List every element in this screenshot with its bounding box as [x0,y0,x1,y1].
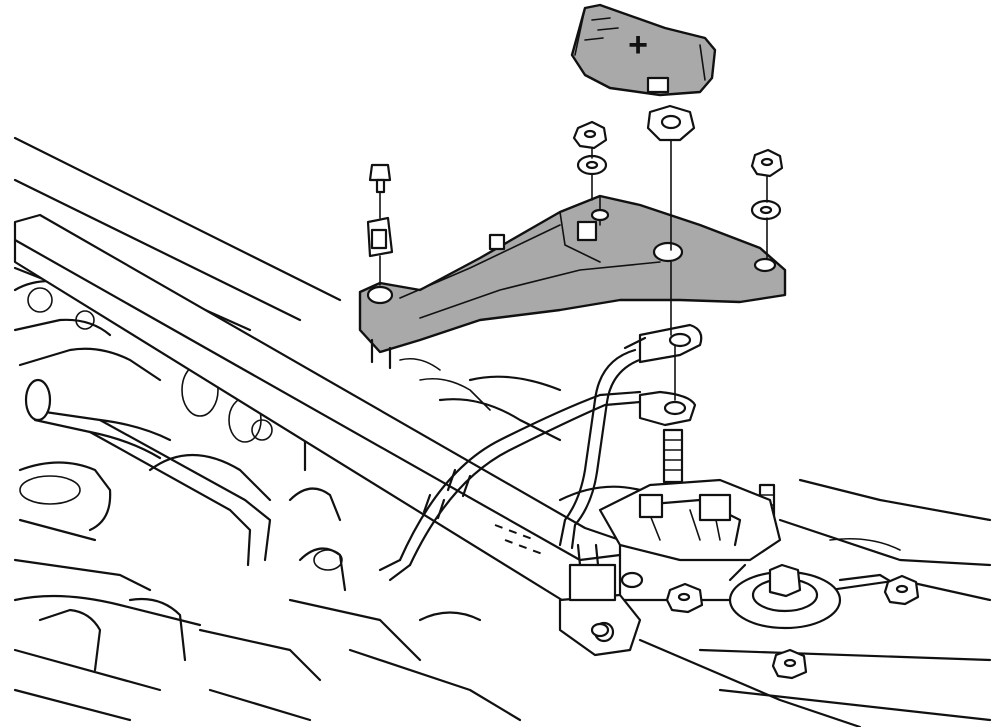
right-washer [750,199,782,221]
positive-symbol: + [628,26,648,64]
terminal-bracket-body [358,194,787,354]
assembly-guide-lines [379,139,768,401]
positive-terminal-cover: + [570,3,717,97]
mount-nut-right [883,574,920,606]
terminal-nut-large [646,104,696,142]
terminal-bracket [358,194,787,370]
left-nut [572,120,608,150]
right-nut [750,148,784,178]
strut-mount-stud [598,428,782,562]
battery-cable [378,348,647,582]
cable-terminal-lugs [623,323,703,427]
left-bolt [368,163,392,194]
bracket-bolt-bottom [590,571,644,638]
strut-brace-bar [13,213,642,657]
left-spacer-collar [366,216,394,258]
engine-bay-background [13,136,992,727]
mount-nut-left [665,582,704,614]
mount-nut-bottom [771,648,808,680]
strut-top-nut [728,563,907,630]
